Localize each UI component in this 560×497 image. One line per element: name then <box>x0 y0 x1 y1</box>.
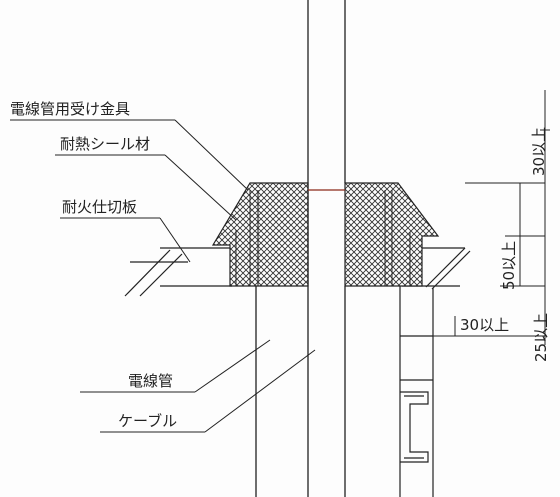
dimension-seal-min: 50以上 <box>500 240 518 290</box>
dimension-top-min: 30以上 <box>530 126 548 176</box>
conduit-bracket <box>235 190 411 286</box>
support-structure <box>399 286 434 497</box>
cable-label: ケーブル <box>118 412 178 430</box>
conduit-pipe <box>255 286 346 497</box>
leader-lines <box>10 119 316 433</box>
seal-label: 耐熱シール材 <box>60 135 151 153</box>
heat-resistant-seal-left <box>211 182 309 287</box>
partition-label: 耐火仕切板 <box>62 198 138 216</box>
dimension-below-min: 30以上 <box>460 316 510 334</box>
cable <box>307 0 346 497</box>
bracket-label: 電線管用受け金具 <box>10 100 131 118</box>
dimension-lines <box>430 90 550 345</box>
dimension-base-min: 25以上 <box>532 312 550 362</box>
conduit-label: 電線管 <box>128 372 174 390</box>
